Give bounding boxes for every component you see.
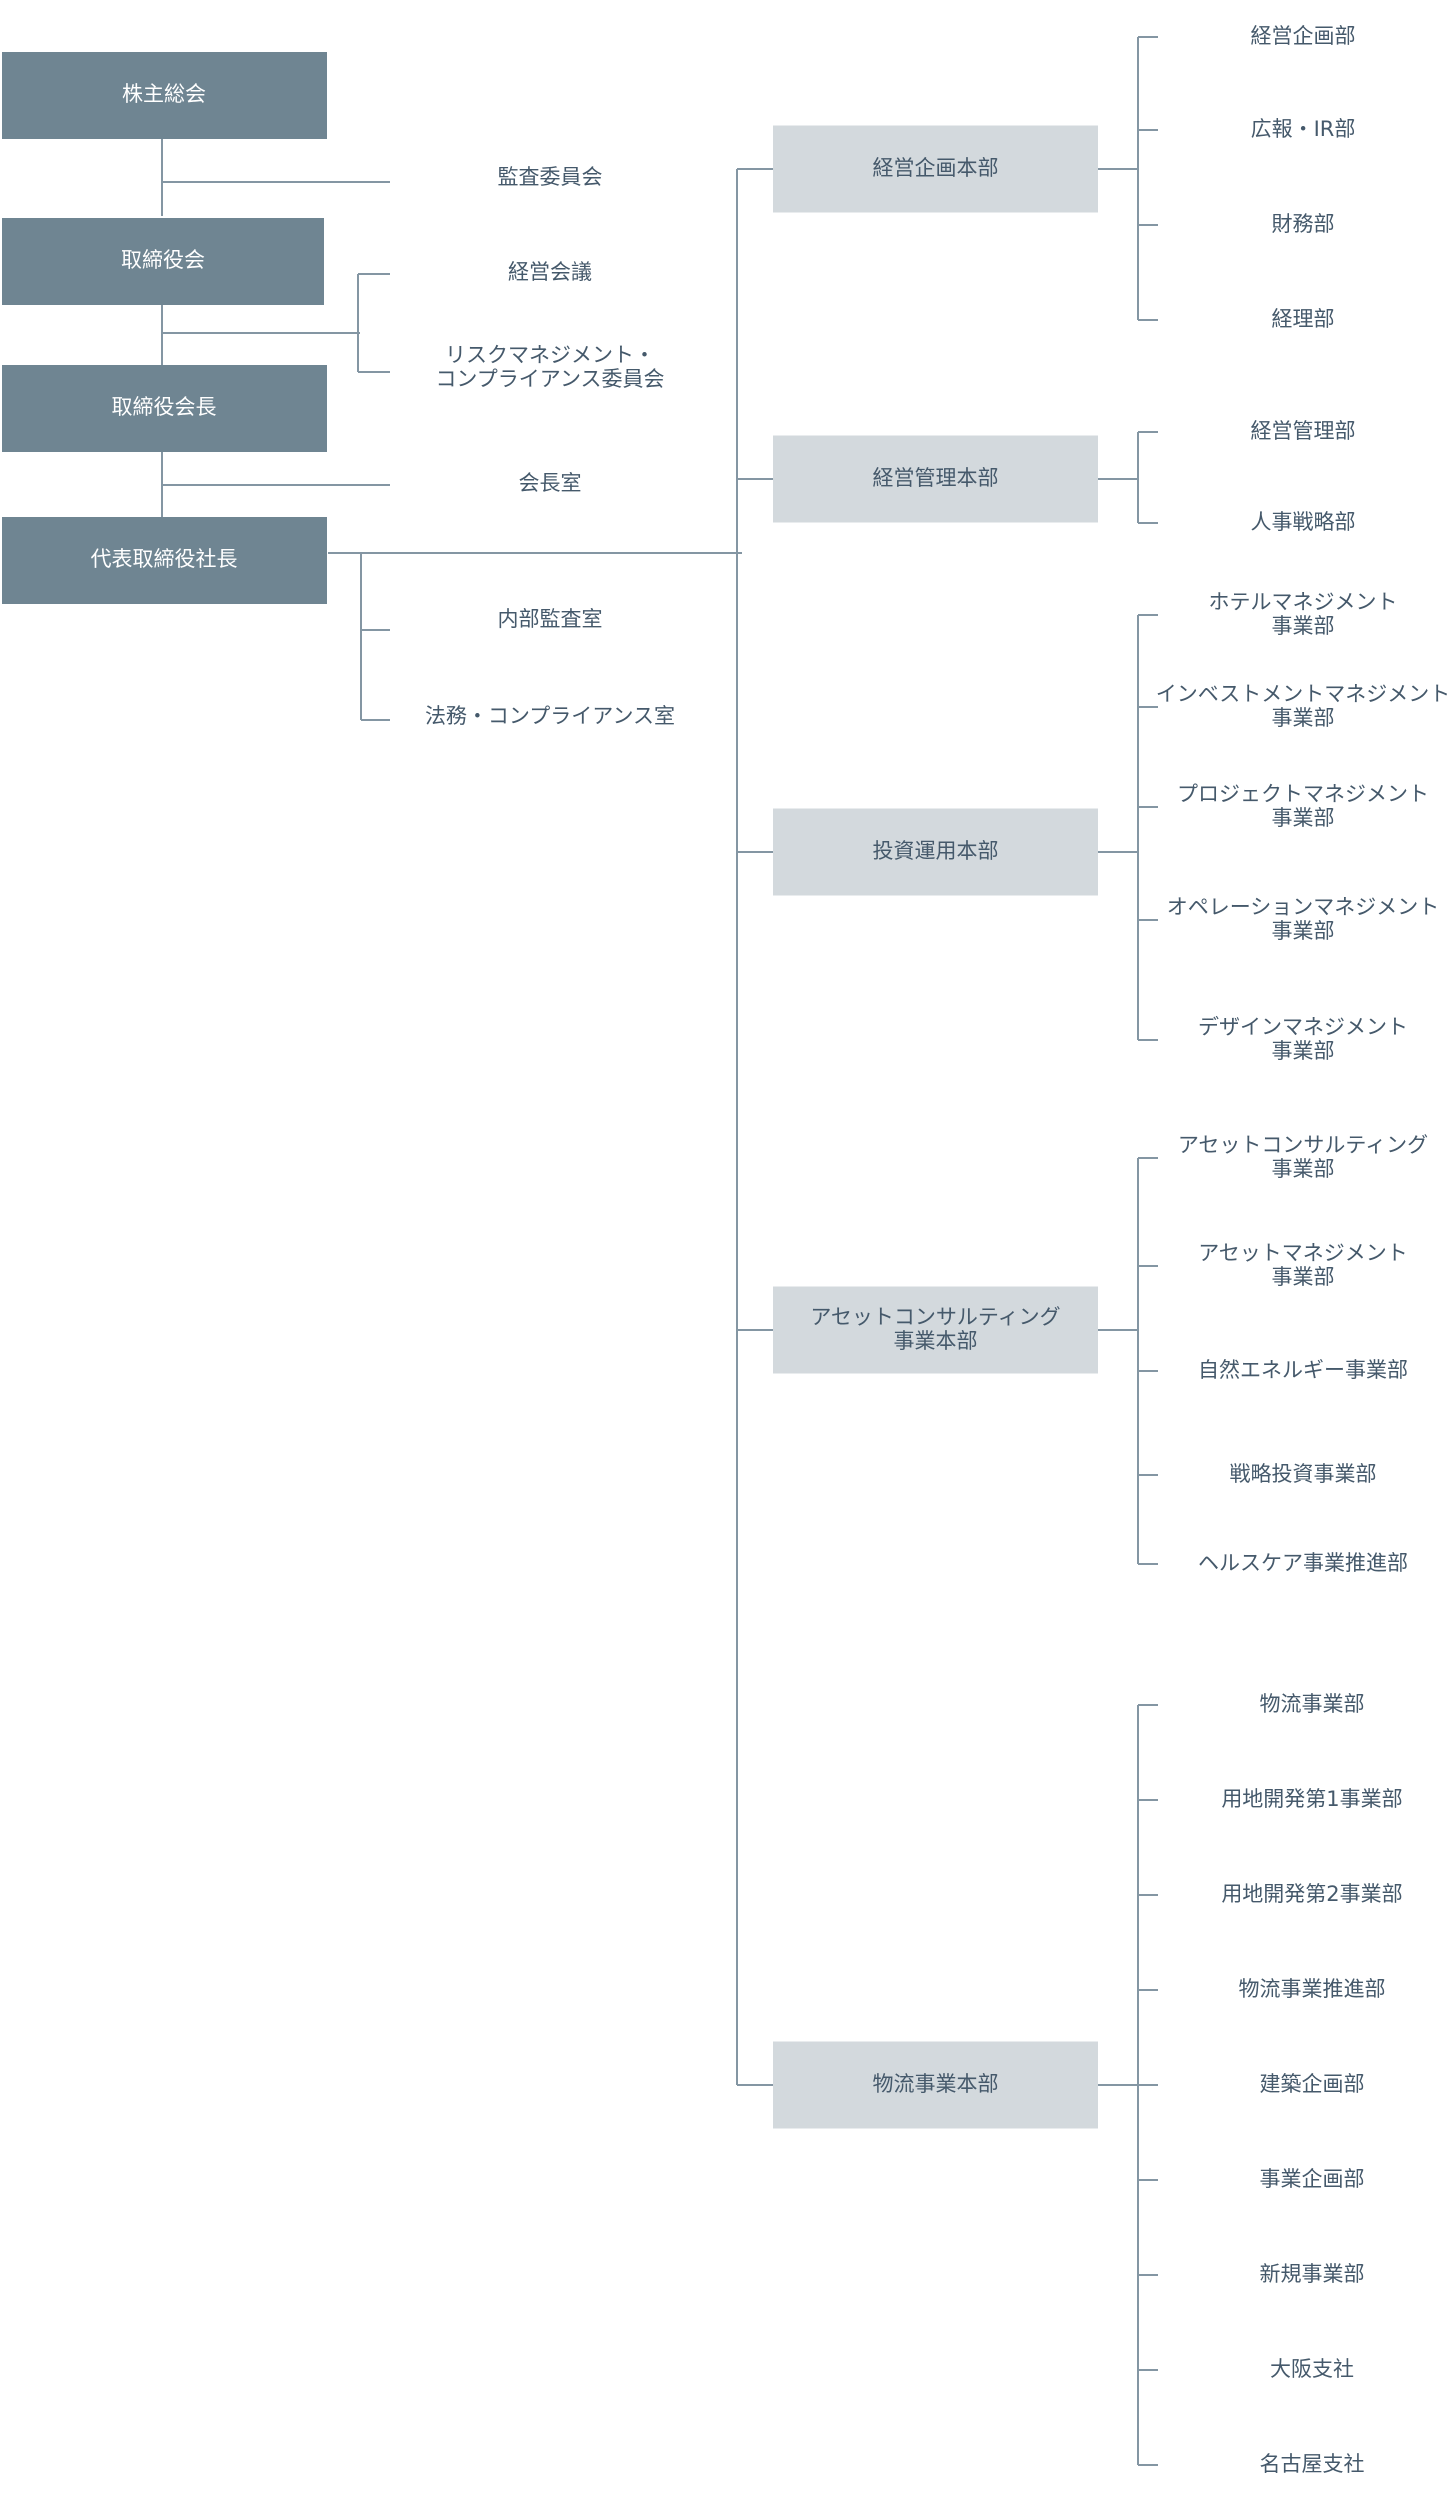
division-node-5: 物流事業本部 物流事業部用地開発第1事業部用地開発第2事業部物流事業推進部建築企画… (737, 1692, 1403, 2476)
department-label: 経営企画部 (1251, 24, 1356, 48)
management-meeting-label: 経営会議 (508, 260, 592, 284)
division-label: 事業本部 (894, 1329, 978, 1353)
president-node: 代表取締役社長 (2, 517, 327, 604)
department-label: 事業部 (1272, 919, 1335, 943)
department-label: 事業部 (1272, 706, 1335, 730)
division-label: 経営企画本部 (873, 156, 999, 180)
department-label: 広報・IR部 (1251, 117, 1356, 141)
division-box (773, 2041, 1098, 2129)
division-node-3: 投資運用本部ホテルマネジメント事業部インベストメントマネジメント事業部プロジェク… (737, 590, 1450, 1063)
audit-committee-label: 監査委員会 (498, 165, 603, 189)
department-label: 用地開発第1事業部 (1221, 1787, 1402, 1811)
division-node-4: アセットコンサルティング事業本部アセットコンサルティング事業部アセットマネジメン… (737, 1133, 1428, 1575)
division-box (773, 1286, 1098, 1374)
department-label: 自然エネルギー事業部 (1198, 1358, 1408, 1382)
department-label: 事業部 (1272, 1157, 1335, 1181)
department-label: インベストメントマネジメント (1156, 682, 1450, 706)
department-label: 経理部 (1272, 307, 1335, 331)
department-label: 財務部 (1272, 212, 1335, 236)
leadership-connectors (161, 139, 742, 721)
department-label: 大阪支社 (1270, 2357, 1354, 2381)
department-label: ヘルスケア事業推進部 (1198, 1551, 1408, 1575)
shareholders-meeting-node: 株主総会 (2, 52, 327, 139)
internal-audit-office-label: 内部監査室 (498, 607, 603, 631)
shareholders-meeting-label: 株主総会 (122, 82, 206, 106)
board-of-directors-label: 取締役会 (121, 248, 205, 272)
division-box (773, 435, 1098, 523)
risk-committee-label-line2: コンプライアンス委員会 (435, 367, 664, 391)
department-label: 新規事業部 (1260, 2262, 1365, 2286)
division-label: 経営管理本部 (873, 466, 999, 490)
department-label: 用地開発第2事業部 (1221, 1882, 1402, 1906)
department-label: ホテルマネジメント (1209, 590, 1398, 614)
department-label: アセットマネジメント (1198, 1241, 1408, 1265)
board-of-directors-node: 取締役会 (2, 218, 324, 305)
legal-compliance-office-label: 法務・コンプライアンス室 (425, 704, 675, 728)
division-box (773, 125, 1098, 213)
risk-committee-label-line1: リスクマネジメント・ (445, 343, 655, 367)
chairman-label: 取締役会長 (112, 395, 217, 419)
division-label: 投資運用本部 (873, 839, 999, 863)
department-label: 建築企画部 (1260, 2072, 1365, 2096)
department-label: 事業部 (1272, 806, 1335, 830)
department-label: 事業部 (1272, 1039, 1335, 1063)
department-label: 事業部 (1272, 1265, 1335, 1289)
department-label: 戦略投資事業部 (1230, 1462, 1377, 1486)
department-label: デザインマネジメント (1198, 1015, 1408, 1039)
department-label: 物流事業推進部 (1239, 1977, 1386, 2001)
division-box (773, 808, 1098, 896)
department-label: プロジェクトマネジメント (1177, 782, 1429, 806)
department-label: 経営管理部 (1251, 419, 1356, 443)
department-label: 名古屋支社 (1260, 2452, 1365, 2476)
chairman-office-label: 会長室 (519, 471, 582, 495)
division-label: アセットコンサルティング (810, 1305, 1060, 1329)
department-label: オペレーションマネジメント (1167, 895, 1440, 919)
department-label: アセットコンサルティング (1178, 1133, 1428, 1157)
chairman-node: 取締役会長 (2, 365, 327, 452)
department-label: 人事戦略部 (1251, 510, 1356, 534)
president-label: 代表取締役社長 (91, 547, 238, 571)
division-label: 物流事業本部 (873, 2072, 999, 2096)
department-label: 事業部 (1272, 614, 1335, 638)
department-label: 物流事業部 (1260, 1692, 1365, 1716)
department-label: 事業企画部 (1260, 2167, 1365, 2191)
